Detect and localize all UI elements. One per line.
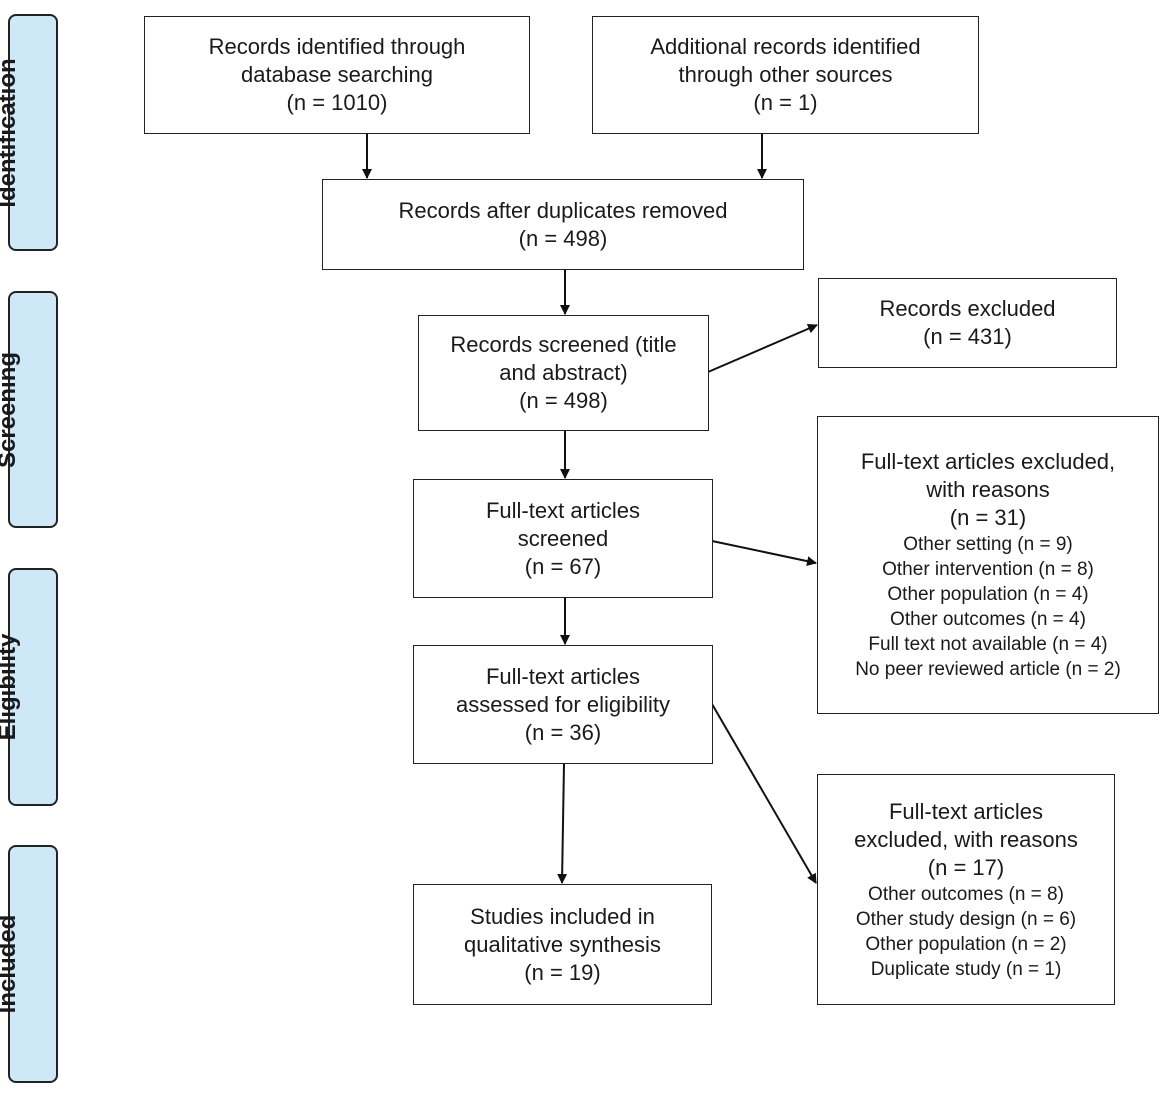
box-fulltext-screened: Full-text articles screened (n = 67): [413, 479, 713, 598]
excl2-reason: Other outcomes (n = 4): [890, 609, 1086, 630]
excl3-reason: Other population (n = 2): [865, 933, 1067, 955]
box-records-excluded-count: (n = 431): [923, 324, 1012, 349]
box-records-screened-count: (n = 498): [519, 388, 608, 413]
excl2-reason: Other population (n = 4): [887, 584, 1089, 605]
box-database-records-line2: database searching: [240, 62, 434, 87]
arrow-eligible-to-excl3: [711, 703, 817, 884]
box-records-excluded-line1: Records excluded: [879, 296, 1056, 321]
excl3-reason: Duplicate study (n = 1): [870, 958, 1062, 980]
arrow-screened-to-excluded: [707, 323, 818, 373]
box-records-screened-line2: and abstract): [499, 360, 628, 385]
box-assessed-eligibility-count: (n = 36): [524, 719, 602, 745]
arrow-fulltext-to-excl2: [711, 540, 817, 567]
box-assessed-eligibility-line1: Full-text articles: [485, 663, 641, 689]
box-studies-included-count: (n = 19): [524, 959, 601, 985]
excl3-head-line1: Full-text articles: [888, 798, 1044, 824]
box-studies-included-line1: Studies included in: [470, 903, 655, 929]
box-records-screened: Records screened (title and abstract) (n…: [418, 315, 709, 431]
box-assessed-eligibility-line2: assessed for eligibility: [456, 691, 670, 717]
box-fulltext-excluded-17: Full-text articles excluded, with reason…: [817, 774, 1115, 1005]
box-other-records-count: (n = 1): [753, 90, 818, 115]
box-other-records-line1: Additional records identified: [650, 34, 921, 59]
excl3-head-line2: excluded, with reasons: [854, 826, 1078, 852]
excl2-reason: Full text not available (n = 4): [868, 634, 1108, 655]
box-assessed-eligibility: Full-text articles assessed for eligibil…: [413, 645, 713, 764]
excl2-head-line2: with reasons: [926, 477, 1050, 502]
box-other-records-line2: through other sources: [678, 62, 893, 87]
excl2-head-line1: Full-text articles excluded,: [860, 449, 1116, 474]
excl2-reason: Other setting (n = 9): [903, 534, 1073, 555]
box-duplicates-removed-count: (n = 498): [518, 225, 608, 251]
excl2-reason: Other intervention (n = 8): [882, 559, 1094, 580]
excl2-head-count: (n = 31): [949, 505, 1027, 530]
box-records-excluded: Records excluded (n = 431): [818, 278, 1117, 368]
box-studies-included-line2: qualitative synthesis: [464, 931, 661, 957]
box-fulltext-excluded-31: Full-text articles excluded, with reason…: [817, 416, 1159, 714]
box-duplicates-removed-line1: Records after duplicates removed: [398, 197, 728, 223]
box-database-records-count: (n = 1010): [286, 90, 388, 115]
box-database-records-line1: Records identified through: [208, 34, 466, 59]
box-other-records: Additional records identified through ot…: [592, 16, 979, 134]
box-fulltext-screened-line2: screened: [517, 525, 609, 551]
excl3-reason: Other outcomes (n = 8): [868, 883, 1064, 905]
box-duplicates-removed: Records after duplicates removed (n = 49…: [322, 179, 804, 270]
box-database-records: Records identified through database sear…: [144, 16, 530, 134]
box-records-screened-line1: Records screened (title: [450, 332, 677, 357]
box-fulltext-screened-line1: Full-text articles: [485, 497, 641, 523]
excl3-reason: Other study design (n = 6): [855, 908, 1077, 930]
box-studies-included: Studies included in qualitative synthesi…: [413, 884, 712, 1005]
arrow-eligible-to-included: [557, 763, 568, 884]
excl2-reason: No peer reviewed article (n = 2): [855, 659, 1121, 680]
excl3-head-count: (n = 17): [927, 854, 1005, 880]
box-fulltext-screened-count: (n = 67): [524, 553, 602, 579]
